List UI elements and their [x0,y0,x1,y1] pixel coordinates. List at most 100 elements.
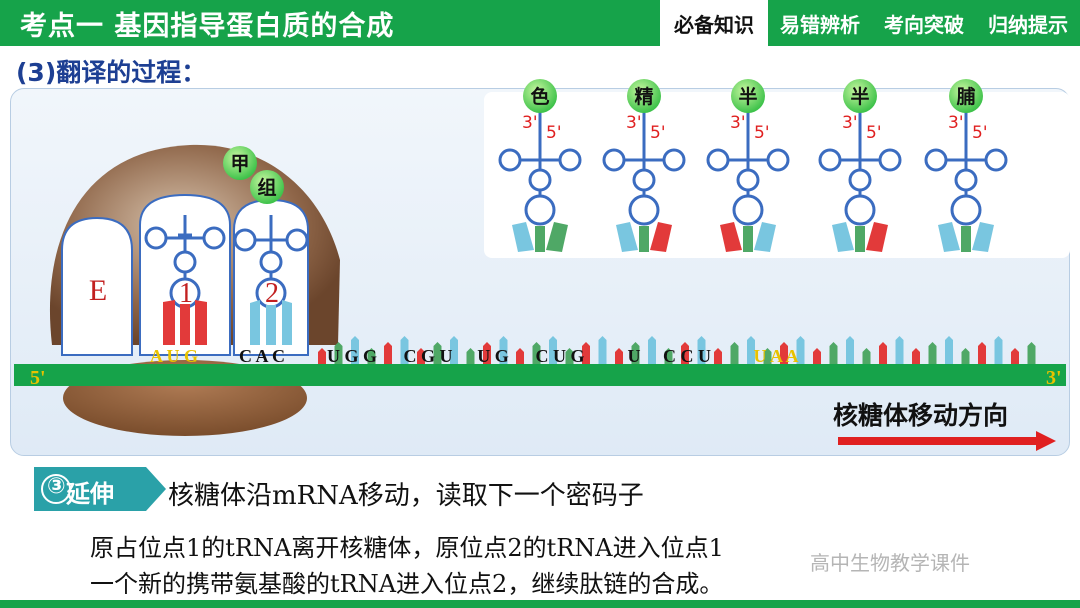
amino-acid-ball [627,79,661,113]
mrna-base [598,336,607,364]
mrna-base [780,342,788,364]
codon: U [628,346,641,366]
trna-row: 色3'5'精3'5'半3'5'半3'5'脯3'5' [498,79,1008,252]
codon: C C U [663,346,711,366]
free-trna: 脯3'5' [924,79,1008,252]
amino-acid-ball [843,79,877,113]
amino-acid-label: 半 [850,85,869,108]
trna-3-end: 3' [522,113,538,133]
free-trna: 半 3' 5' [706,79,790,252]
mrna-base [895,336,904,364]
mrna-bases [318,336,1036,364]
mrna-base [400,336,409,364]
mrna-base [384,342,392,364]
mrna-base [994,336,1003,364]
mrna-base [697,336,706,364]
trna-3-end: 3' [842,113,858,133]
mrna-3-end: 3' [1046,367,1062,389]
tab-exam-breakthrough[interactable]: 考向突破 [884,12,964,37]
mrna-base [829,342,838,364]
trna-3-end: 3' [730,113,746,133]
mrna-base [631,342,640,364]
direction-label: 核糖体移动方向 [833,401,1008,430]
mrna-base [945,336,953,364]
codon: U G G [327,346,377,366]
amino-acid-ball [731,79,765,113]
body-line-2: 一个新的携带氨基酸的tRNA进入位点2，继续肽链的合成。 [90,570,724,598]
trna-5-end: 5' [650,123,666,143]
amino-acid-ball [949,79,983,113]
header-bar: 考点一 基因指导蛋白质的合成 [0,0,1080,46]
trna-3-end: 3' [626,113,642,133]
mrna-base [747,336,755,364]
trna-a-site [233,215,309,345]
mrna-base [417,348,425,364]
amino-acid-ball [523,79,557,113]
codon: C U G [536,346,585,366]
trna-3-end: 3' [948,113,964,133]
free-trna: 半 3' 5' [818,79,902,252]
mrna-base [961,348,970,364]
tab-essential-knowledge[interactable]: 必备知识 [660,0,768,46]
mrna-base [928,342,937,364]
amino-acid-label: 色 [530,85,549,108]
trna-5-end: 5' [866,123,882,143]
mrna-base [615,348,623,364]
amino-acid-bound-2-label: 组 [257,176,276,199]
site-e [61,216,133,356]
mrna-base [714,348,722,364]
extension-description: 核糖体沿mRNA移动，读取下一个密码子 [168,481,644,511]
mrna-base [466,348,475,364]
trna-5-end: 5' [754,123,770,143]
mrna-base [846,336,854,364]
watermark: 高中生物教学课件 [810,551,970,575]
section-subtitle: (3)翻译的过程： [16,58,207,87]
mrna-base [483,342,491,364]
codon: U A A [753,346,798,366]
codon: C G U [404,346,453,366]
tab-summary-tips[interactable]: 归纳提示 [988,12,1068,37]
mrna-base [813,348,821,364]
mrna-base [648,336,656,364]
mrna-base [978,342,986,364]
free-trna: 精3'5' [602,79,686,252]
mrna-strand [14,364,1066,386]
mrna-base [334,342,343,364]
amino-acid-bound-1 [223,146,257,180]
step-badge [34,467,166,511]
mrna-base [730,342,739,364]
trna-5-end: 5' [546,123,562,143]
tab-error-analysis[interactable]: 易错辨析 [780,12,860,37]
mrna-base [367,348,376,364]
codon: C A C [239,346,285,366]
mrna-base [763,348,772,364]
mrna-base [796,336,805,364]
badge-number: ③ [47,474,66,499]
page-title: 考点一 基因指导蛋白质的合成 [20,10,395,42]
mrna-base [1027,342,1036,364]
mrna-base [565,348,574,364]
mrna-base [499,336,508,364]
tab-bar: 必备知识 易错辨析 考向突破 归纳提示 [660,0,1080,46]
direction-arrow-head [1036,431,1056,451]
mrna-base [1011,348,1019,364]
codon: U G [477,346,509,366]
amino-acid-bound-1-label: 甲 [230,153,249,175]
mrna-base [912,348,920,364]
site-p-label: 1 [179,278,193,309]
mrna-base [516,348,524,364]
mrna-base [318,348,326,364]
mrna-5-end: 5' [30,367,46,389]
footer-bar [0,600,1080,608]
site-e-label: E [89,274,107,307]
mrna-base [351,336,359,364]
mrna-base [862,348,871,364]
amino-acid-label: 半 [738,85,757,108]
trna-p-site [144,215,226,345]
mrna-base [549,336,557,364]
direction-arrow-shaft [838,437,1038,445]
mrna-base [879,342,887,364]
trna-5-end: 5' [972,123,988,143]
